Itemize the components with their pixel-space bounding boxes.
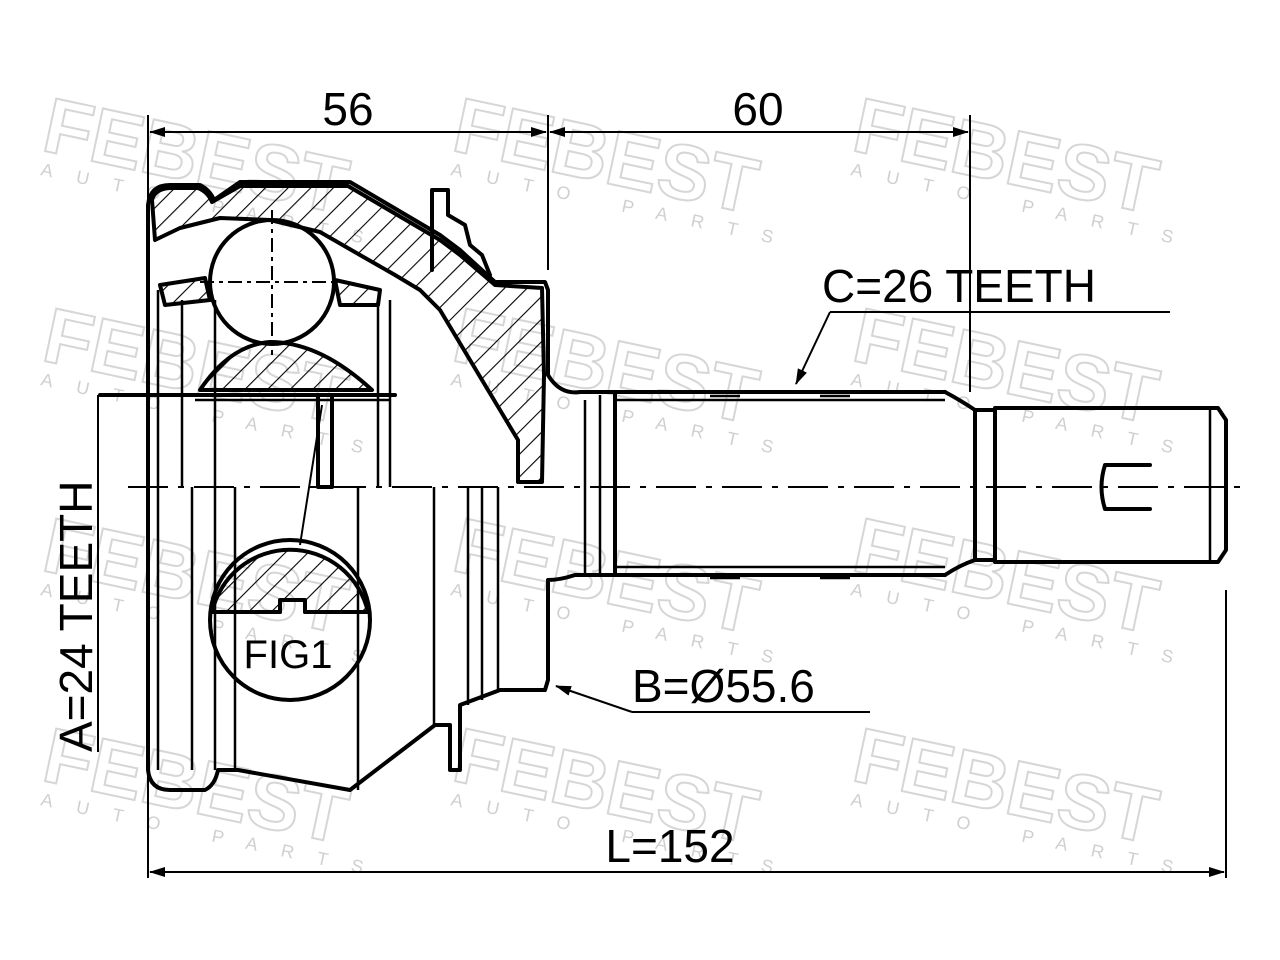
joint-housing xyxy=(146,180,617,792)
inner-race-section xyxy=(333,278,382,307)
spline-a-callout: A=24 TEETH xyxy=(50,395,102,752)
shaft xyxy=(583,390,997,580)
dimension-length: L=152 xyxy=(149,820,1225,877)
ball xyxy=(200,210,345,355)
dimension-56: 56 xyxy=(149,83,547,137)
spline-c-callout: C=26 TEETH xyxy=(795,260,1170,385)
dimension-60-label: 60 xyxy=(732,83,783,135)
fig1-detail: FIG1 xyxy=(208,404,372,702)
inner-race-section xyxy=(158,276,212,307)
spline-a-label: A=24 TEETH xyxy=(50,481,102,752)
diameter-b-callout: B=Ø55.6 xyxy=(555,660,870,713)
dimension-length-label: L=152 xyxy=(605,820,734,872)
inner-hub xyxy=(98,393,397,489)
dimension-56-label: 56 xyxy=(322,83,373,135)
spline-c-label: C=26 TEETH xyxy=(822,260,1096,312)
fig1-label: FIG1 xyxy=(244,633,333,677)
diameter-b-label: B=Ø55.6 xyxy=(632,660,815,712)
threaded-end xyxy=(993,406,1228,564)
boot-ring xyxy=(430,188,492,277)
dimension-60: 60 xyxy=(549,83,969,137)
outer-race-section xyxy=(150,184,546,484)
